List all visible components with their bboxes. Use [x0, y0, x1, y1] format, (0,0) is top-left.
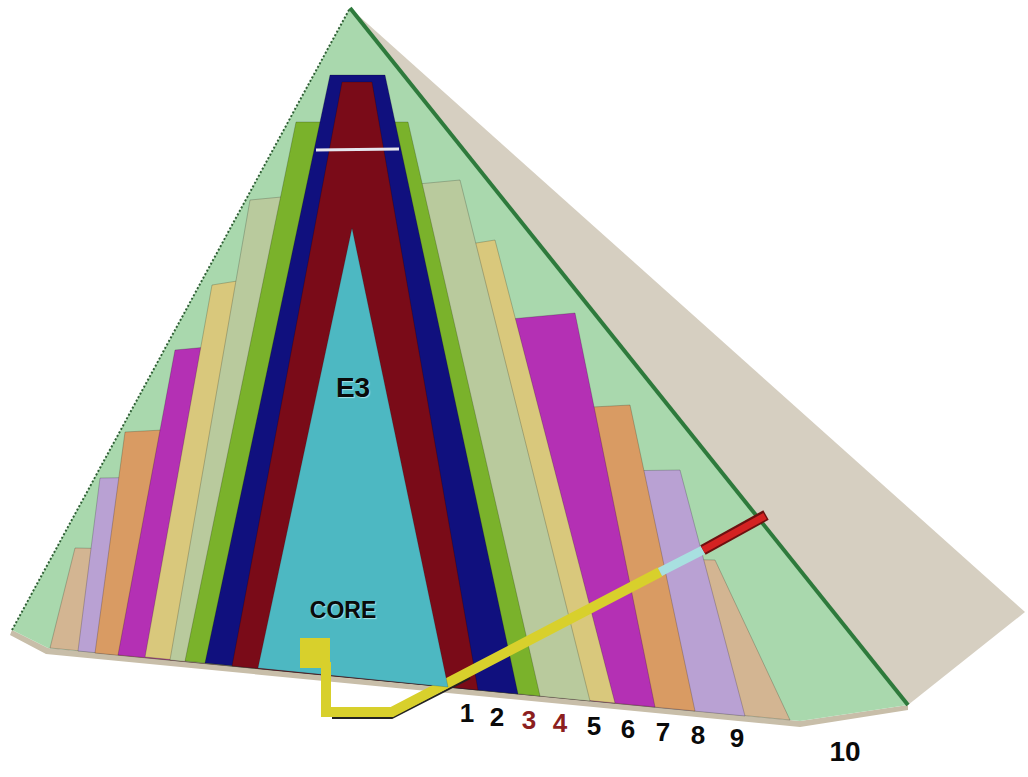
layer-band: [232, 82, 478, 690]
face-edge: [350, 8, 908, 705]
core-label: CORE: [310, 597, 376, 624]
callout-number: 2: [490, 702, 504, 733]
passage-shaft: [321, 662, 331, 692]
callout-number: 4: [553, 708, 567, 739]
callout-number: 9: [730, 723, 744, 754]
callout-number: 1: [460, 698, 474, 729]
core-triangle: [258, 228, 448, 687]
callout-number: 5: [587, 711, 601, 742]
callout-number: 6: [621, 714, 635, 745]
passage-outline: [703, 515, 766, 550]
layer-band: [205, 75, 518, 694]
layer-label: E3: [336, 372, 370, 404]
front-face: [12, 8, 908, 721]
passage-segment: [703, 516, 765, 550]
core-chamber: E3CORE: [256, 226, 452, 692]
callout-number: 7: [656, 717, 670, 748]
callout-number: 10: [829, 736, 860, 768]
callout-number: 8: [691, 720, 705, 751]
callout-number: 3: [522, 705, 536, 736]
passage-segment: [660, 550, 703, 572]
joint-line: [316, 149, 399, 150]
